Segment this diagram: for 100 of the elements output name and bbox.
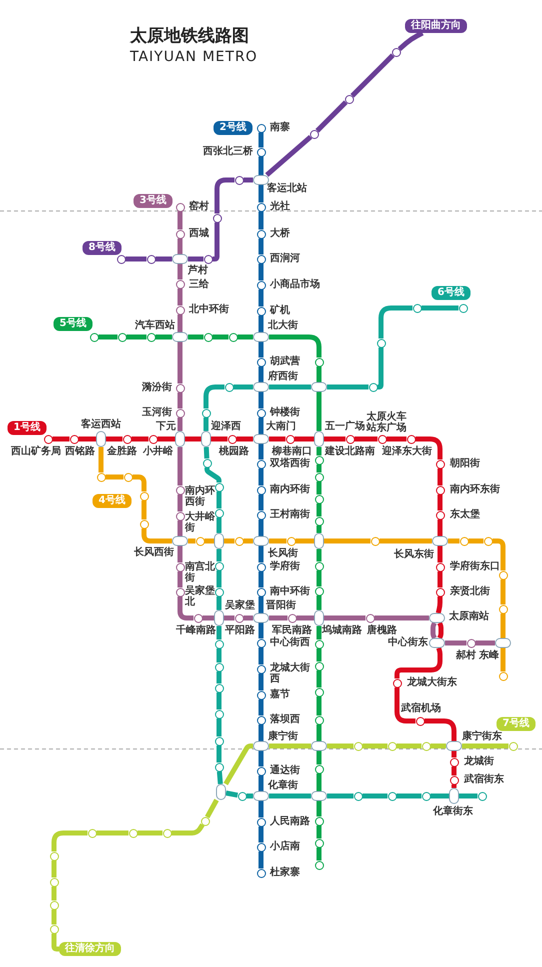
metro-line-segment: [212, 222, 220, 262]
station-marker: [314, 764, 324, 774]
line-badge: 1号线: [8, 421, 46, 435]
metro-line-segment: [438, 572, 442, 588]
station-name: 南内环街: [270, 484, 310, 496]
metro-line-segment: [216, 648, 222, 662]
metro-line-segment: [106, 474, 124, 480]
station-name: 客运北站: [267, 184, 307, 194]
interchange-marker: [214, 533, 224, 549]
metro-line-segment: [258, 596, 264, 613]
station-name: 化章街: [268, 780, 298, 792]
station-marker: [148, 434, 158, 444]
metro-line-segment: [52, 436, 70, 442]
station-marker: [368, 382, 378, 392]
metro-line-segment: [445, 640, 466, 646]
metro-line-segment: [52, 910, 56, 924]
station-marker: [256, 868, 266, 878]
metro-line-segment: [238, 334, 253, 340]
station-name: 胡武营: [270, 356, 300, 368]
metro-line-segment: [376, 348, 384, 390]
metro-line-segment: [265, 135, 312, 177]
station-name: 下元: [156, 422, 176, 432]
metro-line-segment: [204, 446, 210, 459]
metro-line-segment: [416, 436, 442, 460]
metro-line-segment: [459, 794, 478, 798]
metro-line-segment: [258, 156, 264, 175]
station-marker: [498, 570, 508, 580]
line-badge: 4号线: [92, 494, 132, 508]
station-marker: [314, 640, 324, 648]
station-name: 三给: [189, 280, 209, 290]
metro-line-segment: [178, 392, 182, 408]
interchange-marker: [253, 536, 269, 546]
metro-line-segment: [324, 616, 366, 620]
station-name: 窑村: [189, 202, 209, 212]
station-name: 小井峪: [143, 446, 173, 458]
metro-line-segment: [316, 648, 322, 662]
metro-line-segment: [258, 185, 264, 202]
interchange-marker: [253, 332, 269, 342]
station-marker: [346, 434, 354, 444]
metro-line-segment: [142, 528, 172, 544]
station-name: 杜家寨: [270, 868, 300, 878]
station-marker: [214, 736, 224, 746]
station-marker: [202, 408, 210, 418]
metro-line-segment: [216, 672, 222, 684]
metro-line-segment: [204, 538, 214, 544]
metro-line-segment: [316, 670, 322, 688]
station-name: 五一广场: [325, 422, 365, 432]
station-marker: [116, 254, 126, 264]
station-name: 吴家堡北: [185, 586, 215, 608]
station-name: 康宁街东: [462, 732, 502, 742]
station-marker: [176, 512, 184, 520]
metro-line-segment: [452, 766, 456, 776]
station-name: 长风街: [268, 548, 298, 560]
station-name: 矿机: [270, 306, 290, 316]
metro-line-segment: [178, 494, 182, 512]
metro-line-segment: [316, 724, 322, 741]
metro-line-segment: [316, 392, 322, 431]
station-name: 朝阳街: [450, 458, 480, 470]
station-name: 玉河街: [142, 408, 172, 418]
metro-line-segment: [178, 447, 182, 486]
interchange-marker: [214, 610, 224, 626]
metro-line-segment: [437, 622, 444, 640]
line-badge: 8号线: [82, 241, 122, 255]
station-name: 学府街东口: [450, 562, 500, 572]
station-marker: [214, 710, 224, 718]
station-name: 南内环西街: [185, 486, 215, 508]
metro-line-segment: [258, 648, 264, 664]
station-name: 太原火车站东广场: [366, 412, 408, 434]
station-marker: [124, 472, 132, 482]
metro-line-segment: [126, 334, 146, 340]
metro-line-segment: [430, 744, 446, 748]
metro-line-segment: [258, 316, 264, 332]
station-marker: [256, 766, 266, 776]
metro-line-segment: [438, 546, 442, 562]
station-marker: [256, 358, 266, 366]
metro-line-segment: [258, 801, 264, 818]
interchange-marker: [253, 175, 269, 185]
station-name: 通达街: [270, 766, 300, 776]
station-name: 西涧河: [270, 254, 300, 264]
station-marker: [194, 614, 202, 622]
metro-line-segment: [52, 830, 88, 852]
station-name: 坞城南路: [322, 626, 362, 636]
station-marker: [478, 792, 486, 800]
metro-line-segment: [216, 746, 222, 762]
metro-line-segment: [258, 366, 264, 382]
metro-line-segment: [258, 418, 264, 434]
metro-line-segment: [258, 342, 264, 358]
station-marker: [256, 588, 266, 596]
line-badge: 7号线: [496, 717, 536, 731]
metro-line-segment: [269, 334, 322, 358]
metro-line-segment: [316, 848, 322, 860]
station-name: 人民南路: [270, 816, 310, 828]
station-marker: [314, 586, 324, 596]
station-marker: [256, 148, 266, 156]
metro-line-segment: [244, 538, 253, 544]
metro-line-segment: [236, 436, 253, 442]
metro-line-segment: [378, 306, 412, 338]
station-marker: [256, 230, 266, 238]
metro-line-segment: [380, 538, 432, 544]
metro-line-segment: [178, 418, 182, 431]
